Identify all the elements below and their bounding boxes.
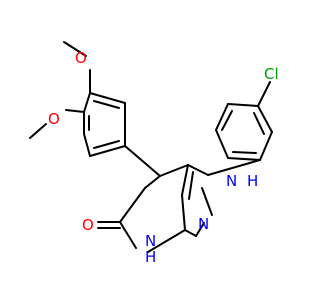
- molecule-structure: O O Cl N H N N H O: [29, 41, 279, 266]
- atom-h-lactam: H: [145, 248, 156, 266]
- bonds: [29, 41, 273, 253]
- atom-cl: Cl: [264, 65, 279, 83]
- atom-labels: O O Cl N H N N H O: [48, 49, 279, 266]
- atom-n-pyrazole-nh: N: [226, 172, 237, 190]
- atom-o-carbonyl: O: [82, 216, 94, 234]
- atom-h-pyrazole: H: [247, 172, 258, 190]
- atom-o-methoxy-top: O: [75, 49, 87, 67]
- atom-n-pyrazole: N: [198, 215, 209, 233]
- atom-o-methoxy-mid: O: [48, 110, 60, 128]
- atom-n-lactam: N: [145, 232, 156, 250]
- molecule-canvas: O O Cl N H N N H O: [29, 41, 279, 266]
